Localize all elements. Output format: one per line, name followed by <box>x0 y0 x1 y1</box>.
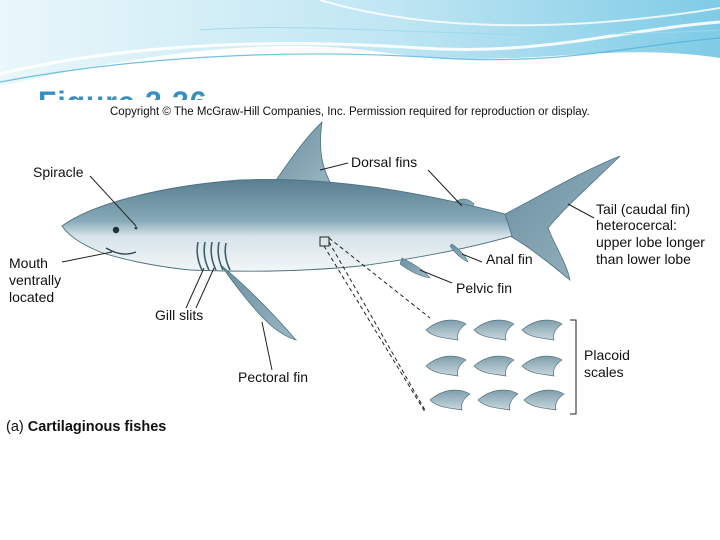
gill-slits-marks <box>196 241 231 271</box>
label-tail-1: Tail (caudal fin) <box>596 201 691 217</box>
figure-caption: (a) Cartilaginous fishes <box>6 419 166 435</box>
label-mouth-2: ventrally <box>9 272 62 288</box>
pelvic-fin <box>399 257 431 279</box>
anal-fin <box>449 243 469 263</box>
label-dorsal-fins: Dorsal fins <box>351 154 418 170</box>
placoid-scales-drawing <box>425 319 565 411</box>
copyright-notice: Copyright © The McGraw-Hill Companies, I… <box>110 106 590 118</box>
label-placoid-2: scales <box>584 364 624 380</box>
label-gill-slits: Gill slits <box>155 307 204 323</box>
label-tail-2: heterocercal: <box>596 217 677 233</box>
label-anal-fin: Anal fin <box>486 251 533 267</box>
label-mouth-1: Mouth <box>9 255 48 271</box>
figure-panel <box>0 100 720 440</box>
eye <box>112 226 120 234</box>
caption-bold: Cartilaginous fishes <box>27 419 167 435</box>
spiracle-opening <box>134 226 138 230</box>
pectoral-fin <box>221 265 298 341</box>
header-wave-band <box>0 0 720 100</box>
shark-body <box>61 178 513 272</box>
placoid-bracket <box>570 319 577 415</box>
mouth <box>105 247 137 255</box>
label-placoid-1: Placoid <box>584 347 630 363</box>
dorsal-fin <box>271 120 333 187</box>
label-tail-3: upper lobe longer <box>596 234 705 250</box>
label-spiracle: Spiracle <box>33 164 84 180</box>
label-tail-4: than lower lobe <box>596 251 691 267</box>
label-pelvic-fin: Pelvic fin <box>456 280 513 296</box>
caudal-fin <box>504 155 621 282</box>
label-mouth-3: located <box>9 289 55 305</box>
caption-prefix: (a) <box>6 419 28 435</box>
label-pectoral-fin: Pectoral fin <box>238 369 309 385</box>
